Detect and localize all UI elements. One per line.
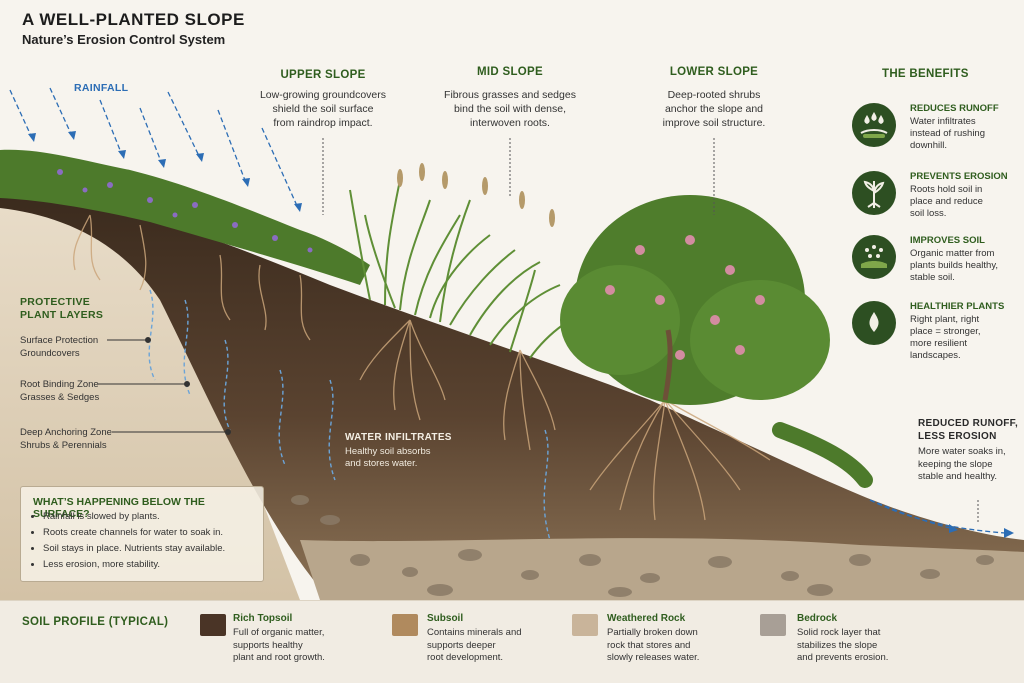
benefit-prevents-erosion: PREVENTS EROSION Roots hold soil in plac… <box>852 171 1022 231</box>
soil-profile-footer <box>0 600 1024 683</box>
list-item: Soil stays in place. Nutrients stay avai… <box>43 541 225 557</box>
mid-slope-text: Fibrous grasses and sedges bind the soil… <box>444 89 576 129</box>
groundcover-flowers <box>57 169 313 253</box>
subsoil-name: Subsoil <box>427 613 464 624</box>
upper-slope-title: UPPER SLOPE <box>280 69 366 81</box>
layer-surface-protection: Surface Protection Groundcovers <box>20 335 99 359</box>
groundcover-plants <box>0 149 370 285</box>
benefit-healthier-plants: HEALTHIER PLANTS Right plant, right plac… <box>852 301 1022 361</box>
water-drop-icon <box>852 301 896 345</box>
rich-topsoil-text: Full of organic matter, supports healthy… <box>233 627 325 663</box>
layer-deep-anchoring: Deep Anchoring Zone Shrubs & Perennials <box>20 427 112 451</box>
protective-layers-title: PROTECTIVE PLANT LAYERS <box>20 296 104 321</box>
list-item: Rainfall is slowed by plants. <box>43 509 225 525</box>
layer-connectors <box>98 337 231 435</box>
below-surface-list: Rainfall is slowed by plants. Roots crea… <box>31 509 225 573</box>
weathered-rock-text: Partially broken down rock that stores a… <box>607 627 700 663</box>
subsoil-text: Contains minerals and supports deeper ro… <box>427 627 522 663</box>
mid-slope-title: MID SLOPE <box>477 66 543 78</box>
plant-roots-icon <box>852 171 896 215</box>
leader-lines <box>322 138 979 524</box>
bedrock-name: Bedrock <box>797 613 838 624</box>
lower-slope-title: LOWER SLOPE <box>669 66 759 78</box>
below-surface-box: WHAT’S HAPPENING BELOW THE SURFACE? Rain… <box>20 486 264 582</box>
subsoil-swatch <box>392 614 418 636</box>
lower-slope-text: Deep-rooted shrubs anchor the slope and … <box>662 89 766 129</box>
upper-slope-text: Low-growing groundcovers shield the soil… <box>259 89 387 129</box>
grass-seedheads <box>397 163 555 227</box>
benefit-improves-soil: IMPROVES SOIL Organic matter from plants… <box>852 235 1022 295</box>
benefits-title: THE BENEFITS <box>882 68 969 80</box>
rich-topsoil-swatch <box>200 614 226 636</box>
benefit-reduces-runoff: REDUCES RUNOFF Water infiltrates instead… <box>852 103 1022 163</box>
page-subtitle: Nature’s Erosion Control System <box>22 32 226 47</box>
weathered-rock-swatch <box>572 614 598 636</box>
water-drops-icon <box>852 103 896 147</box>
grasses <box>349 179 601 359</box>
rainfall-label: RAINFALL <box>74 82 129 94</box>
rain-arrows <box>9 87 302 212</box>
soil-profile-title: SOIL PROFILE (TYPICAL) <box>22 616 169 628</box>
runoff-arrow <box>869 499 1014 538</box>
pebbles <box>291 495 994 597</box>
list-item: Roots create channels for water to soak … <box>43 525 225 541</box>
below-surface-title: WHAT’S HAPPENING BELOW THE SURFACE? <box>33 496 205 520</box>
topsoil-section <box>0 190 1024 600</box>
shrub <box>560 195 873 488</box>
bedrock-swatch <box>760 614 786 636</box>
reduced-runoff-text: More water soaks in, keeping the slope s… <box>918 446 1006 482</box>
layer-root-binding: Root Binding Zone Grasses & Sedges <box>20 379 100 403</box>
bedrock-text: Solid rock layer that stabilizes the slo… <box>797 627 889 663</box>
page-title: A WELL-PLANTED SLOPE <box>22 10 245 29</box>
weathered-rock-name: Weathered Rock <box>607 613 686 624</box>
reduced-runoff-title: REDUCED RUNOFF, LESS EROSION <box>918 418 1019 442</box>
water-infiltrates-title: WATER INFILTRATES <box>345 432 452 443</box>
list-item: Less erosion, more stability. <box>43 557 225 573</box>
shrub-flowers <box>605 235 765 360</box>
rich-topsoil-name: Rich Topsoil <box>233 613 293 624</box>
soil-particles-icon <box>852 235 896 279</box>
root-systems <box>73 214 771 521</box>
water-infiltrates-text: Healthy soil absorbs and stores water. <box>345 446 431 469</box>
